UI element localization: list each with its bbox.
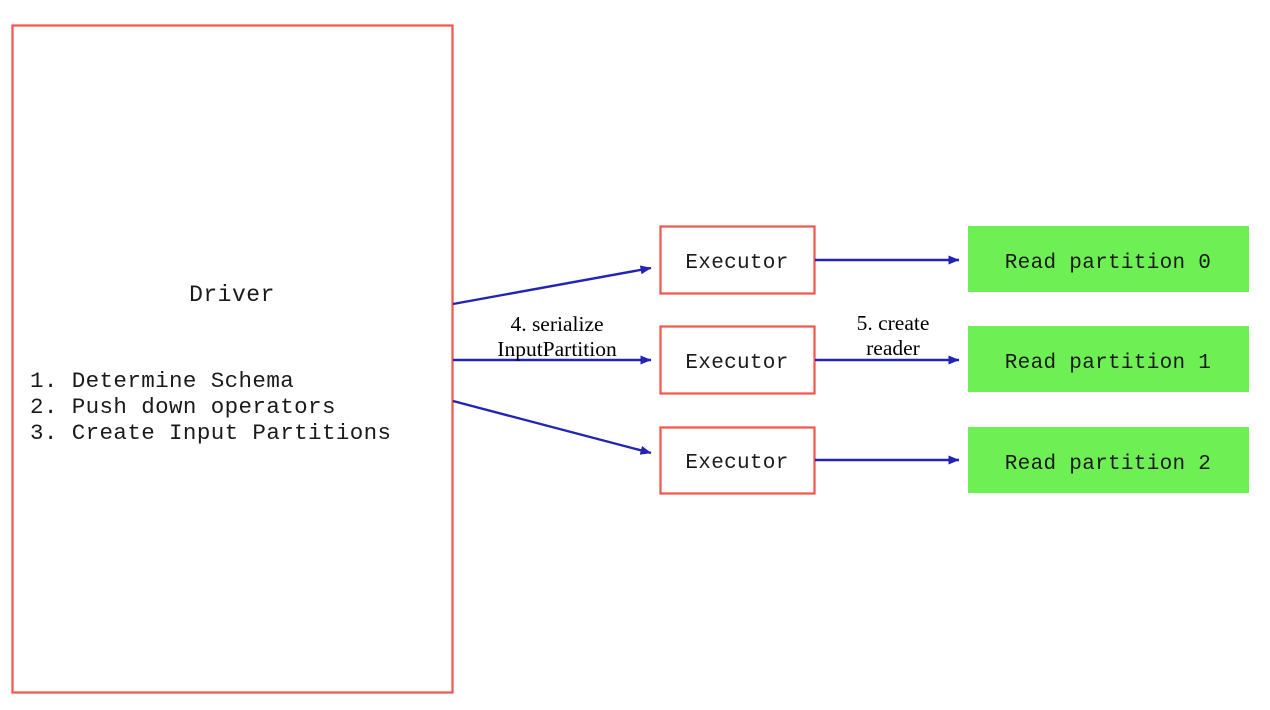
edge-label-serialize-line2: InputPartition bbox=[497, 337, 617, 361]
partition-box-1 bbox=[968, 326, 1249, 392]
driver-step-1: 1. Determine Schema bbox=[30, 368, 294, 394]
executor-label-0: Executor bbox=[685, 252, 788, 275]
partition-node-1[interactable]: Read partition 1 bbox=[968, 326, 1249, 392]
edge-label-create-reader-line1: 5. create bbox=[857, 311, 930, 335]
partition-node-0[interactable]: Read partition 0 bbox=[968, 226, 1249, 292]
executor-node-0[interactable]: Executor bbox=[659, 225, 816, 295]
partition-label-2: Read partition 2 bbox=[1005, 453, 1211, 476]
partition-box-0 bbox=[968, 226, 1249, 292]
partition-label-1: Read partition 1 bbox=[1005, 352, 1211, 375]
driver-to-executor-edges bbox=[452, 265, 652, 455]
driver-step-3: 3. Create Input Partitions bbox=[30, 420, 391, 446]
executor-box-0 bbox=[659, 225, 816, 295]
executor-to-partition-edges bbox=[815, 255, 960, 465]
edge-driver-to-executor-0 bbox=[452, 265, 652, 306]
edge-label-serialize-line1: 4. serialize bbox=[510, 312, 603, 336]
executor-box-2 bbox=[659, 426, 816, 495]
driver-step-2: 2. Push down operators bbox=[30, 394, 336, 420]
partition-box-2 bbox=[968, 427, 1249, 493]
edge-driver-to-executor-2 bbox=[452, 399, 652, 455]
executor-label-1: Executor bbox=[685, 352, 788, 375]
partition-label-0: Read partition 0 bbox=[1005, 252, 1211, 275]
driver-box-outline bbox=[11, 24, 454, 694]
driver-node[interactable]: Driver 1. Determine Schema 2. Push down … bbox=[11, 24, 454, 694]
executor-node-2[interactable]: Executor bbox=[659, 426, 816, 495]
executor-node-1[interactable]: Executor bbox=[659, 325, 816, 395]
partition-node-2[interactable]: Read partition 2 bbox=[968, 427, 1249, 493]
driver-title: Driver bbox=[189, 282, 275, 308]
edge-label-create-reader-line2: reader bbox=[866, 336, 920, 360]
executor-box-1 bbox=[659, 325, 816, 395]
executor-label-2: Executor bbox=[685, 452, 788, 475]
edge-label-create-reader: 5. create reader bbox=[857, 311, 930, 360]
edge-label-serialize: 4. serialize InputPartition bbox=[497, 312, 617, 361]
